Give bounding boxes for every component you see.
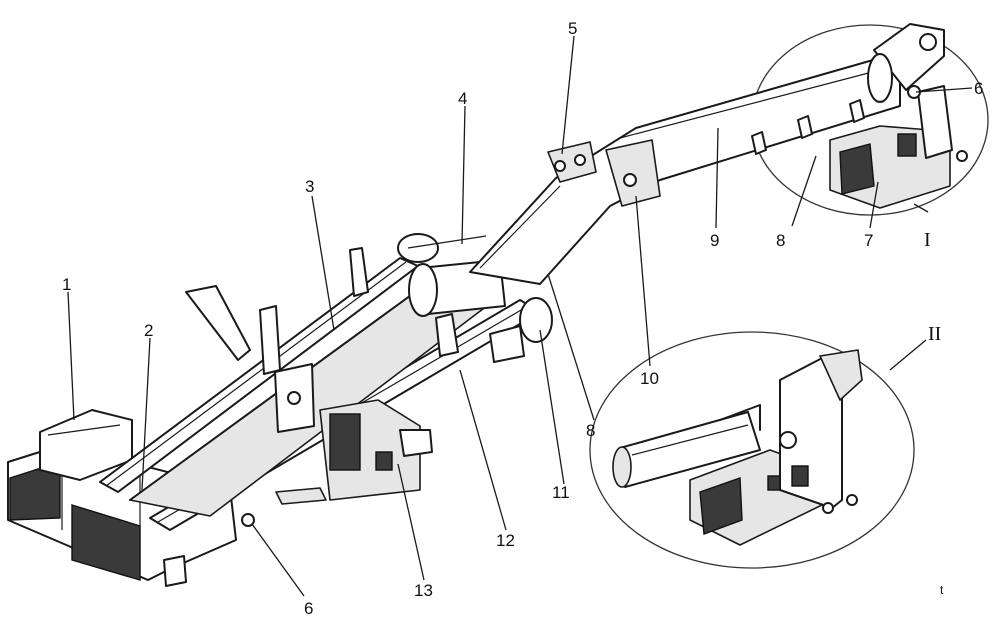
label-9: 9	[710, 231, 719, 250]
gooseneck-beam	[469, 23, 968, 363]
label-7: 7	[864, 231, 873, 250]
main-frame	[7, 233, 541, 587]
label-12: 12	[496, 531, 515, 550]
label-6a: 6	[974, 79, 983, 98]
label-8a: 8	[776, 231, 785, 250]
label-roman-ii: II	[928, 323, 941, 345]
label-11: 11	[552, 483, 570, 502]
label-3: 3	[305, 177, 314, 196]
stray-mark: t	[940, 583, 944, 597]
leader-lines	[67, 35, 973, 597]
label-10: 10	[640, 369, 659, 388]
part-labels: 1 2 3 4 5 6 7 8 9 10 8 11 12 13 6 I II t	[62, 19, 983, 618]
detail-callout-ii	[589, 331, 915, 569]
label-1: 1	[62, 275, 71, 294]
label-5: 5	[568, 19, 577, 38]
label-roman-i: I	[924, 229, 931, 251]
label-6b: 6	[304, 599, 313, 618]
label-4: 4	[458, 89, 467, 108]
label-8b: 8	[586, 421, 595, 440]
label-13: 13	[414, 581, 433, 600]
label-2: 2	[144, 321, 153, 340]
